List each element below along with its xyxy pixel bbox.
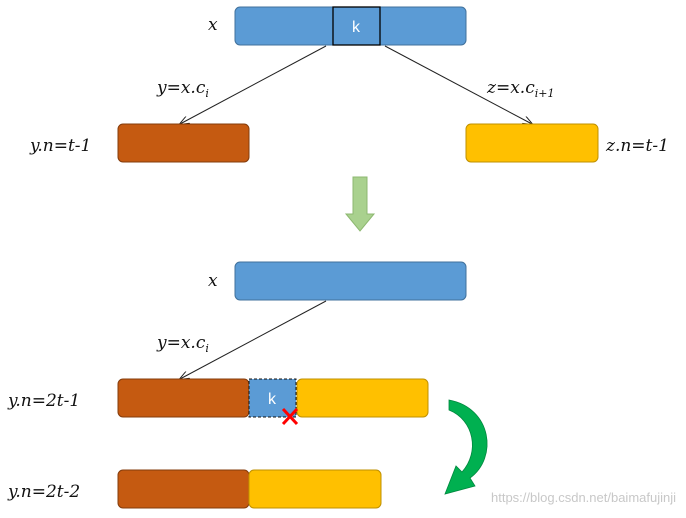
bottom-x-node [234,261,467,301]
top-y-label: y.n=t-1 [29,136,91,156]
top-key-cell [332,6,381,46]
top-y-node [117,123,250,163]
merged-key-cell [248,378,297,418]
final-label: y.n=2t-2 [7,482,80,502]
bottom-x-label: x [208,271,218,291]
final-left-part [117,469,250,509]
top-right-edge-label: z=x.ci+1 [486,78,554,100]
bottom-edge-label: y=x.ci [156,333,209,355]
top-left-edge [180,45,327,124]
merged-left-part [117,378,250,418]
top-right-edge [384,45,532,124]
bottom-edge [180,300,327,379]
down-arrow-icon [344,176,376,232]
top-left-edge-label: y=x.ci [156,78,209,100]
top-key-label: k [352,19,361,36]
cross-icon [281,407,299,426]
merged-label: y.n=2t-1 [7,391,80,411]
top-z-label: z.n=t-1 [605,136,669,156]
merged-right-part [296,378,429,418]
curved-arrow-icon [444,399,488,495]
merged-key-label: k [268,391,277,408]
watermark: https://blog.csdn.net/baimafujinji [491,490,676,505]
final-right-part [248,469,382,509]
top-z-node [465,123,599,163]
top-x-label: x [208,15,218,35]
